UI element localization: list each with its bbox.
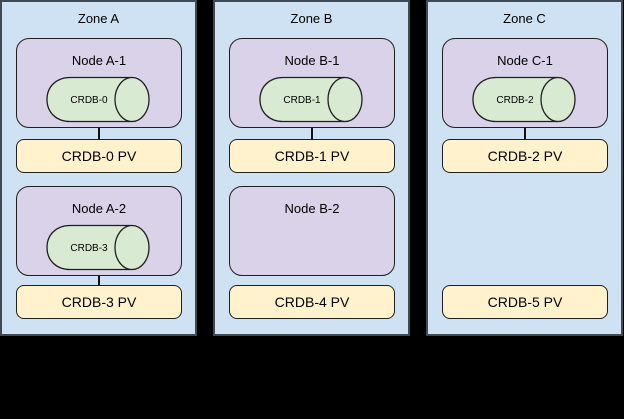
node-box-b1: Node B-1 CRDB-1 (229, 38, 395, 128)
pv-label: CRDB-1 PV (274, 148, 350, 164)
pv-label: CRDB-3 PV (61, 294, 137, 310)
pv-box: CRDB-1 PV (229, 139, 395, 173)
connector-line (311, 128, 313, 139)
pv-box: CRDB-5 PV (442, 285, 608, 319)
pv-box: CRDB-3 PV (16, 285, 182, 319)
pv-box: CRDB-0 PV (16, 139, 182, 173)
node-box-c1: Node C-1 CRDB-2 (442, 38, 608, 128)
node-label: Node A-2 (71, 201, 127, 216)
pv-label: CRDB-2 PV (487, 148, 563, 164)
pod-label: CRDB-0 (70, 95, 108, 106)
connector-line (98, 128, 100, 139)
connector-line (98, 276, 100, 286)
pod-cylinder-icon: CRDB-3 (46, 224, 150, 271)
zone-title: Zone C (503, 11, 546, 26)
node-box-a1: Node A-1 CRDB-0 (16, 38, 182, 128)
pod-label: CRDB-3 (70, 243, 108, 254)
pv-label: CRDB-4 PV (274, 294, 350, 310)
pv-box: CRDB-2 PV (442, 139, 608, 173)
pod-label: CRDB-2 (496, 95, 534, 106)
pod-cylinder-icon: CRDB-2 (472, 76, 576, 123)
pod-label: CRDB-1 (283, 95, 321, 106)
zone-title: Zone A (77, 11, 120, 26)
zone-c: Zone C Node C-1 CRDB-2 CRDB-2 PV CRDB-5 … (426, 0, 623, 336)
node-box-b2-empty: Node B-2 (229, 186, 395, 276)
node-label: Node B-1 (284, 53, 340, 68)
node-label: Node B-2 (284, 201, 340, 216)
pv-box: CRDB-4 PV (229, 285, 395, 319)
node-box-a2: Node A-2 CRDB-3 (16, 186, 182, 276)
pod-cylinder-icon: CRDB-1 (259, 76, 363, 123)
node-label: Node A-1 (71, 53, 127, 68)
zone-a: Zone A Node A-1 CRDB-0 CRDB-0 PV Node A-… (0, 0, 197, 336)
zone-title: Zone B (290, 11, 333, 26)
pod-cylinder-icon: CRDB-0 (46, 76, 150, 123)
zone-b: Zone B Node B-1 CRDB-1 CRDB-1 PV Node B-… (213, 0, 410, 336)
pv-label: CRDB-0 PV (61, 148, 137, 164)
pv-label: CRDB-5 PV (487, 294, 563, 310)
connector-line (524, 128, 526, 139)
node-label: Node C-1 (497, 53, 553, 68)
